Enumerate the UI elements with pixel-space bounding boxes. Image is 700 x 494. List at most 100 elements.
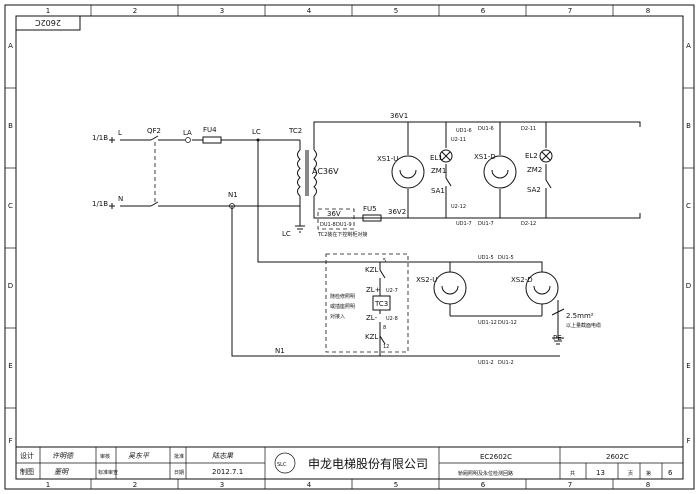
zm1-label: ZM1 — [431, 167, 446, 175]
sa1-label: SA1 — [431, 187, 445, 195]
pe-ground-symbol — [552, 300, 564, 345]
xs2u-label: XS2-U — [416, 276, 437, 284]
sa2-label: SA2 — [527, 186, 541, 194]
term-du1-2: DU1-2 — [498, 360, 514, 366]
zone-column-label: 8 — [646, 7, 650, 15]
la-contact-symbol — [185, 137, 191, 143]
term-ud1-5: UD1-5 — [478, 255, 494, 261]
xs2u-socket-symbol — [433, 271, 467, 305]
box-36v — [317, 208, 355, 230]
line-n-label: N — [118, 195, 123, 203]
line-l-label: L — [118, 129, 122, 137]
xs2u-socket-arc — [441, 285, 459, 295]
n-wire — [120, 201, 300, 207]
supply-section: 1/1B 1/1B L N QF2 LA FU4 LC TC2 AC36V N1… — [92, 112, 641, 357]
term-ud1-7: UD1-7 — [456, 221, 472, 227]
term-u2-7: U2-7 — [386, 288, 398, 294]
zone-row-label: D — [686, 282, 691, 290]
node-12: 12 — [383, 344, 389, 350]
drawing-tag-box — [15, 15, 81, 31]
tc3-box — [372, 295, 391, 311]
source-n-label: 1/1B — [92, 200, 108, 208]
term-du1-9: DU1-9 — [336, 222, 352, 228]
fu5-fuse-symbol — [362, 214, 382, 222]
kzl-bottom-contact — [379, 335, 386, 345]
cable-size-label: 2.5mm² — [566, 312, 594, 320]
term-ud1-6: UD1-6 — [456, 128, 472, 134]
checked-by: 吴东平 — [128, 452, 150, 460]
pe-label: PE — [553, 334, 562, 342]
xs1u-socket-symbol — [391, 155, 425, 189]
zone-row-label: E — [686, 362, 690, 370]
inner-border — [15, 15, 684, 480]
zone-column-label: 5 — [394, 481, 398, 489]
n1-top-label: N1 — [228, 191, 238, 199]
xs2d-label: XS2-D — [511, 276, 533, 284]
cable-note: 以上量截面电缆 — [566, 322, 601, 329]
zone-row-label: A — [686, 42, 691, 50]
xs1d-socket-symbol — [483, 155, 517, 189]
designed-by: 许明德 — [52, 452, 75, 460]
term-du1-5: DU1-5 — [498, 255, 514, 261]
tc2-label: TC2 — [288, 127, 302, 135]
date-label: 日期 — [174, 470, 184, 476]
drawn-by: 董明 — [54, 468, 69, 476]
tc3-label: TC3 — [374, 300, 388, 308]
term-ud1-12: UD1-12 — [478, 320, 497, 326]
xs2d-socket-symbol — [525, 271, 559, 305]
company-logo — [274, 452, 296, 474]
page-unit: 页 — [628, 471, 633, 477]
zone-column-label: 6 — [481, 481, 486, 489]
approved-label: 批准 — [174, 453, 184, 460]
term-du1-6: DU1-6 — [478, 126, 494, 132]
term-u2-11: U2-11 — [451, 137, 466, 143]
term-u2-8: U2-8 — [386, 316, 398, 322]
zone-column-label: 7 — [568, 481, 572, 489]
term-du1-7: DU1-7 — [478, 221, 494, 227]
lc-left-label: LC — [282, 230, 291, 238]
company-name: 申龙电梯股份有限公司 — [308, 457, 428, 471]
zone-row-label: C — [8, 202, 13, 210]
tc2-primary-coil — [297, 149, 301, 197]
term-d2-11: D2-11 — [521, 126, 536, 132]
title-block: 设计 制图 许明德 董明 审核 标准审查 吴东平 批准 日期 陆志果 2012.… — [15, 446, 684, 480]
fu4-fuse-symbol — [202, 136, 222, 144]
ac36v-label: AC36V — [312, 167, 339, 176]
zone-row-label: B — [8, 122, 13, 130]
zm2-label: ZM2 — [527, 166, 542, 174]
checked-label: 审核 — [100, 453, 110, 460]
n1-wire — [231, 206, 560, 357]
xs1u-label: XS1-U — [377, 155, 398, 163]
box-note-1: 随检修照明 — [330, 293, 355, 300]
zone-row-label: F — [686, 437, 690, 445]
tc2-core — [305, 150, 309, 196]
l-terminal-symbol — [109, 137, 115, 143]
sa2-switch-symbol — [545, 179, 552, 189]
xs1d-socket-arc — [491, 169, 509, 179]
lc-wire — [257, 140, 470, 263]
term-d2-12: D2-12 — [521, 221, 536, 227]
zone-column-label: 2 — [133, 481, 137, 489]
drawn-label: 制图 — [20, 467, 34, 476]
zl-minus-label: ZL- — [366, 314, 378, 322]
v36-2-label: 36V2 — [388, 208, 406, 216]
inspection-section: 随检修照明 或插座照明 对接入 KZL KZL 5 8 12 ZL+ ZL- U… — [275, 253, 601, 366]
zone-row-label: B — [686, 122, 691, 130]
xs1d-label: XS1-D — [474, 153, 496, 161]
zone-row-label: C — [686, 202, 691, 210]
zone-column-label: 3 — [220, 7, 224, 15]
zone-column-label: 2 — [133, 7, 137, 15]
v36-1-label: 36V1 — [390, 112, 408, 120]
node-8: 8 — [383, 325, 386, 331]
zone-column-label: 5 — [394, 7, 398, 15]
zone-column-label: 1 — [46, 7, 50, 15]
box-note-3: 对接入 — [330, 313, 345, 320]
designed-label: 设计 — [20, 451, 34, 460]
xs2d-wire — [450, 261, 543, 317]
fu4-label: FU4 — [203, 126, 217, 134]
std-label: 标准审查 — [98, 469, 118, 476]
box-36v-label: 36V — [327, 210, 341, 218]
kzl-top-label: KZL — [365, 266, 378, 274]
